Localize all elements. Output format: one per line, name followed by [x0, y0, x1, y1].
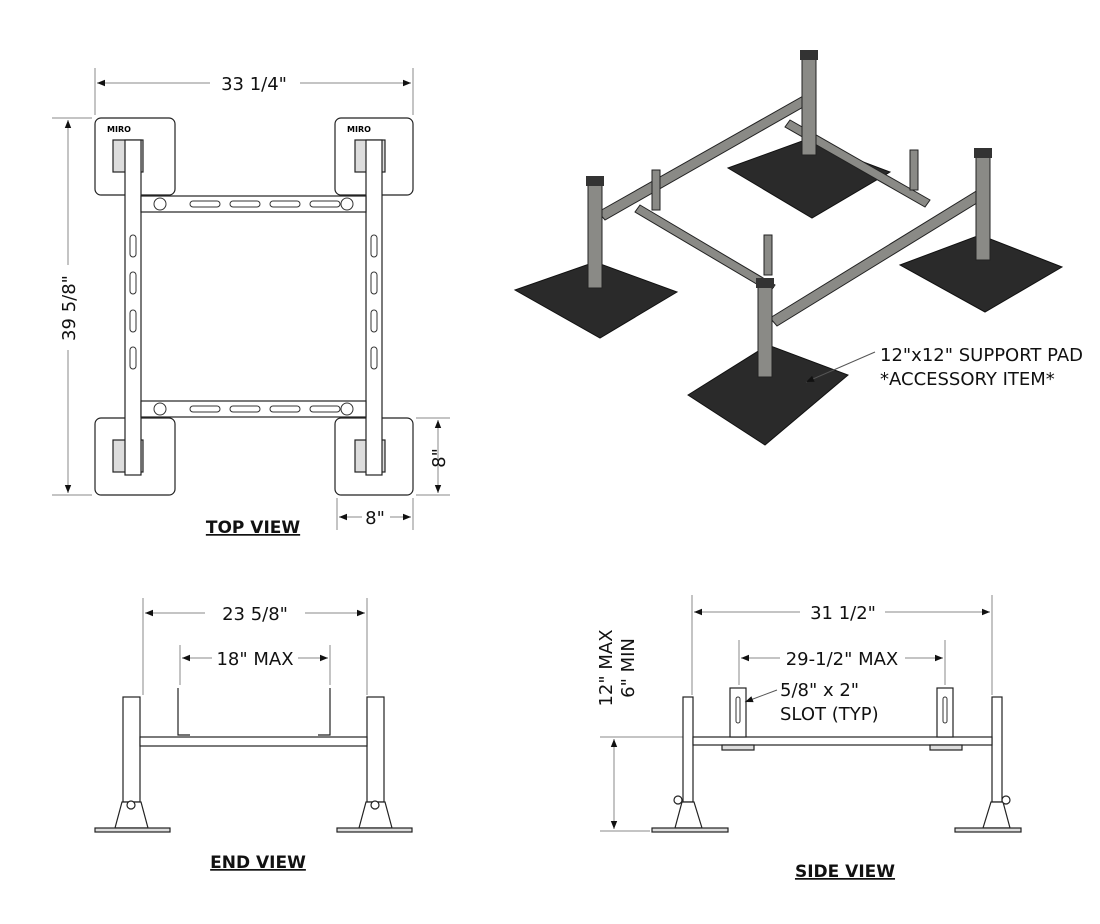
support-pad-callout: 12"x12" SUPPORT PAD *ACCESSORY ITEM*: [805, 345, 1083, 390]
miro-logo: MIRO: [107, 125, 131, 134]
frame-rails: [124, 139, 383, 476]
pad-front: [687, 344, 849, 446]
overall-dimension: 31 1/2": [691, 595, 993, 695]
svg-text:12"x12" SUPPORT PAD: 12"x12" SUPPORT PAD: [880, 345, 1083, 366]
top-view: 33 1/4" 39 5/8" MIRO MIRO: [52, 68, 450, 538]
svg-text:18" MAX: 18" MAX: [216, 649, 293, 670]
pad-left: [513, 261, 679, 339]
side-view-title: SIDE VIEW: [795, 862, 895, 882]
svg-text:8": 8": [429, 448, 450, 468]
length-dimension: 39 5/8": [52, 117, 92, 496]
svg-text:31 1/2": 31 1/2": [810, 603, 876, 624]
svg-text:23 5/8": 23 5/8": [222, 604, 288, 625]
svg-text:33 1/4": 33 1/4": [221, 74, 287, 95]
svg-text:5/8" x 2": 5/8" x 2": [780, 680, 859, 701]
support-pads: MIRO MIRO: [94, 117, 414, 496]
svg-text:12" MAX: 12" MAX: [596, 629, 617, 706]
frame: [586, 50, 992, 378]
isometric-view: 12"x12" SUPPORT PAD *ACCESSORY ITEM*: [513, 50, 1083, 446]
pad-width-dimension: 8": [336, 498, 414, 530]
end-view: 23 5/8" 18" MAX END VIEW: [94, 598, 413, 873]
svg-text:39 5/8": 39 5/8": [59, 275, 80, 341]
max-dimension: 29-1/2" MAX: [738, 640, 946, 685]
pad-height-dimension: 8": [416, 417, 450, 496]
overall-dimension: 23 5/8": [142, 598, 368, 695]
svg-text:*ACCESSORY ITEM*: *ACCESSORY ITEM*: [880, 369, 1055, 390]
width-dimension: 33 1/4": [94, 68, 414, 115]
slot-callout: 5/8" x 2" SLOT (TYP): [744, 680, 879, 725]
top-view-title: TOP VIEW: [206, 518, 301, 538]
svg-text:29-1/2" MAX: 29-1/2" MAX: [786, 649, 899, 670]
pad-right: [898, 234, 1064, 313]
svg-text:8": 8": [365, 508, 385, 529]
svg-text:6" MIN: 6" MIN: [618, 638, 639, 698]
svg-text:SLOT (TYP): SLOT (TYP): [780, 704, 879, 725]
miro-logo: MIRO: [347, 125, 371, 134]
height-dimension: 12" MAX 6" MIN: [596, 629, 683, 832]
max-dimension: 18" MAX: [179, 645, 331, 685]
end-view-title: END VIEW: [210, 853, 306, 873]
side-view: 31 1/2" 29-1/2" MAX 12" MAX 6" MIN: [596, 595, 1022, 882]
